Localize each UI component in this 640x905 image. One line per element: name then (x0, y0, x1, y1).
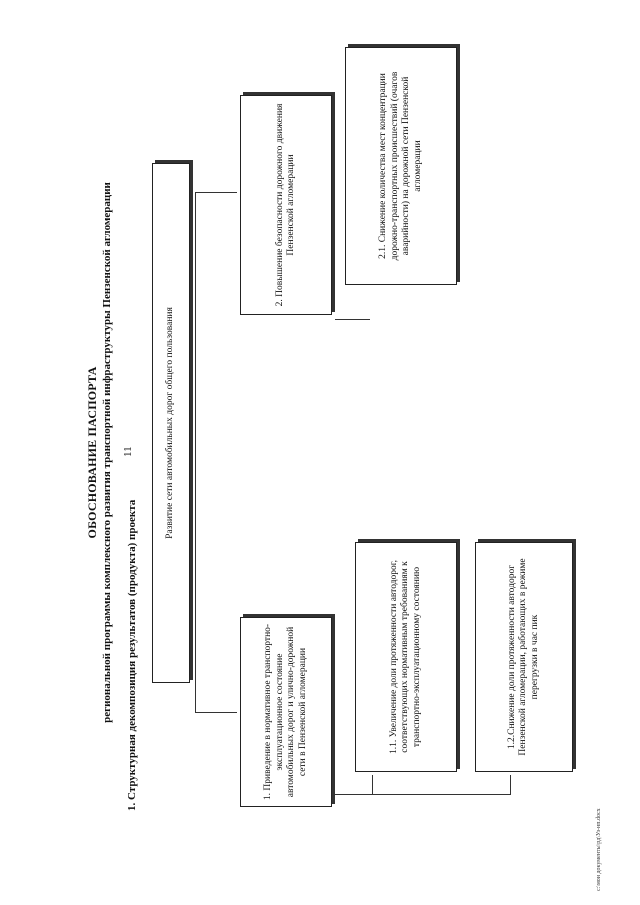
document-subtitle: региональной программы комплексного разв… (101, 182, 113, 723)
leaf-2-1-box: 2.1. Снижение количества мест концентрац… (345, 47, 457, 285)
branch-2-text: 2. Повышение безопасности дорожного движ… (274, 103, 297, 307)
connector-leaf1-2 (510, 775, 511, 795)
root-goal-text: Развитие сети автомобильных дорог общего… (165, 307, 176, 539)
branch-2-box: 2. Повышение безопасности дорожного движ… (240, 95, 332, 315)
connector-branch1-stem (195, 712, 237, 713)
leaf-1-2-text: 1.2.Снижение доли протяженности автодоро… (506, 558, 540, 756)
leaf-2-1-text: 2.1. Снижение количества мест концентрац… (378, 71, 423, 261)
connector-branch2-stem (195, 192, 237, 193)
footer-file-path: c:\мои документы\рд\Уз-нп.docx (596, 808, 602, 891)
connector-root-to-branches (195, 193, 196, 713)
section-heading: 1. Структурная декомпозиция результатов … (126, 499, 138, 811)
connector-branch1-to-leaves (335, 794, 510, 795)
document-title: ОБОСНОВАНИЕ ПАСПОРТА (85, 366, 99, 539)
leaf-1-1-box: 1.1. Увеличение доли протяженности автод… (355, 542, 457, 772)
leaf-1-2-box: 1.2.Снижение доли протяженности автодоро… (475, 542, 573, 772)
branch-1-box: 1. Приведение в нормативное транспортно-… (240, 617, 332, 807)
branch-1-text: 1. Приведение в нормативное транспортно-… (263, 623, 308, 801)
page-number: 11 (122, 446, 134, 457)
connector-branch2-to-leaf (335, 319, 370, 320)
connector-leaf1-1 (372, 775, 373, 795)
root-goal-box: Развитие сети автомобильных дорог общего… (152, 163, 190, 683)
leaf-1-1-text: 1.1. Увеличение доли протяженности автод… (388, 560, 422, 754)
